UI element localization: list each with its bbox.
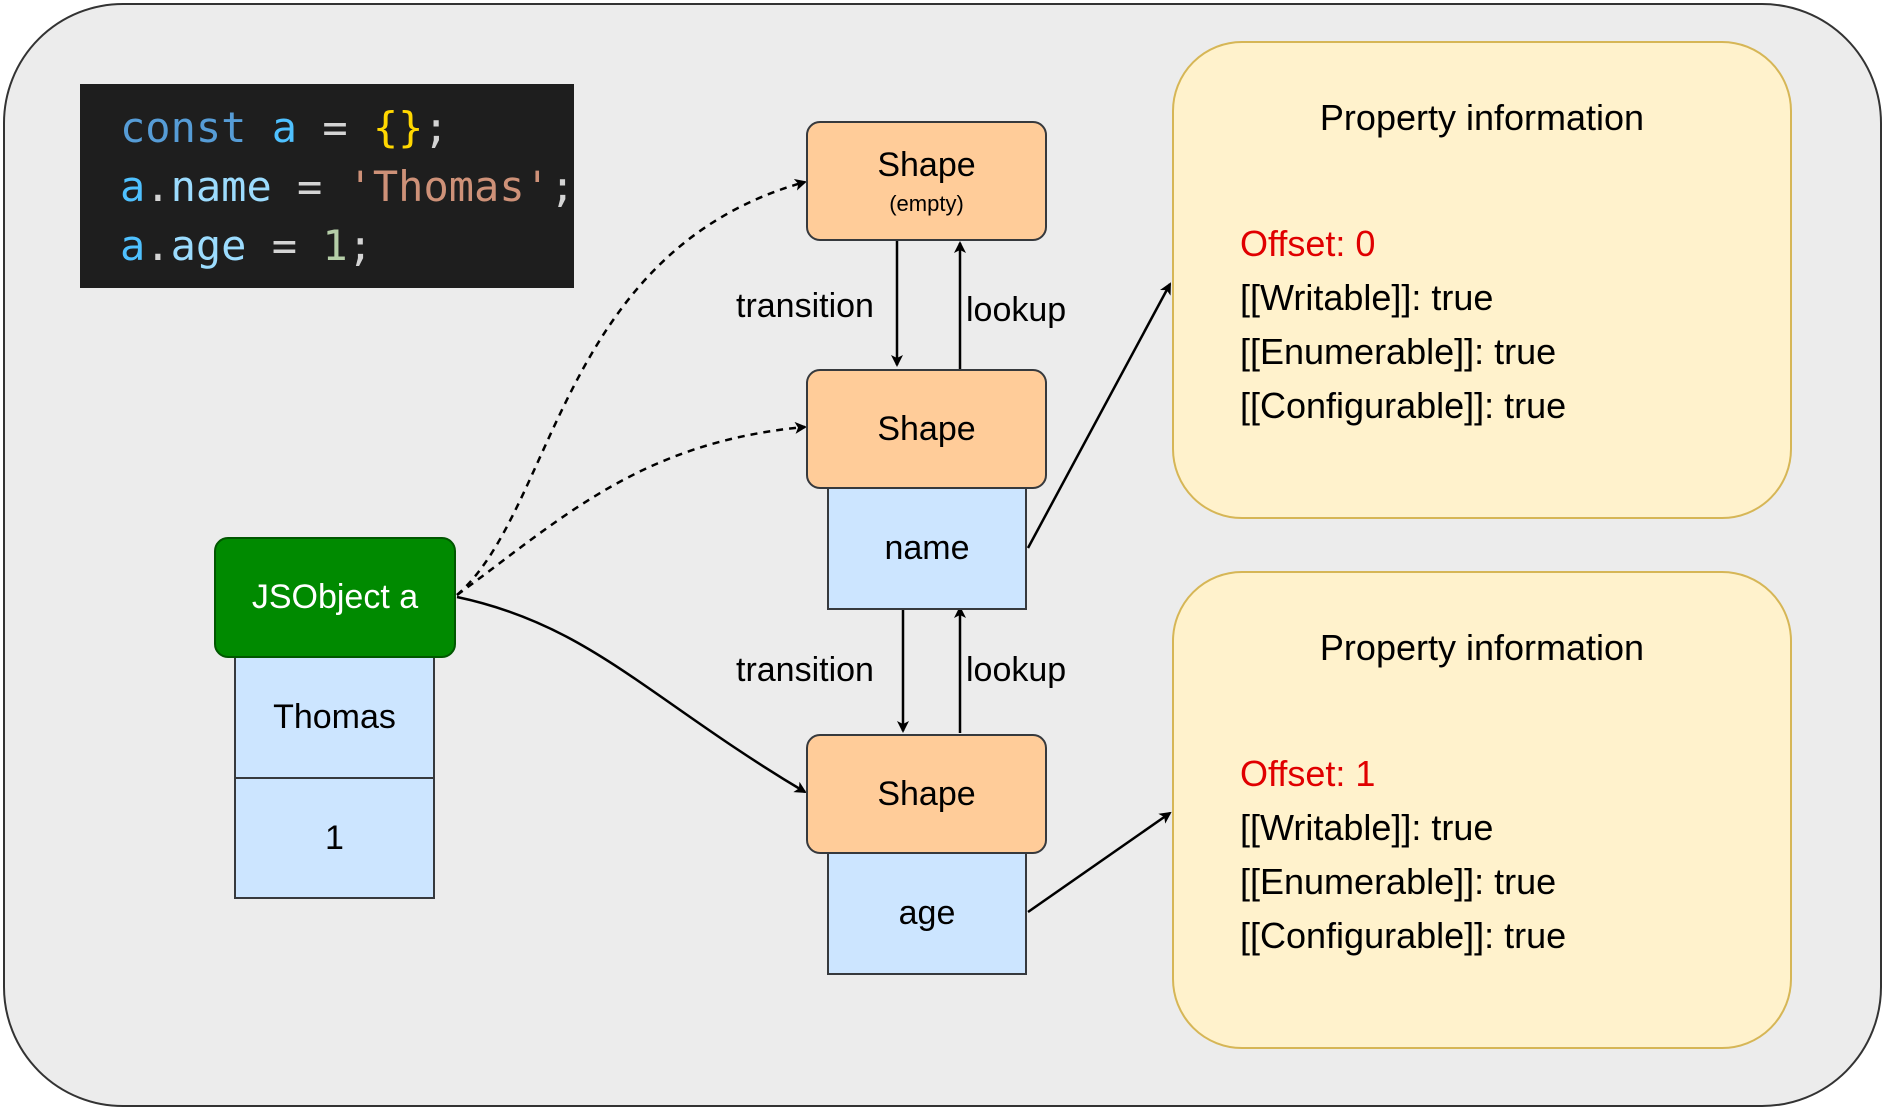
shape-name: Shape: [806, 369, 1047, 489]
arrow-age-to-property-info: [1027, 811, 1172, 914]
arrow-jsobject-to-name-shape: [456, 421, 807, 597]
code-line-1: const a = {};: [120, 103, 449, 152]
code-line-3: a.age = 1;: [120, 221, 373, 270]
shape-title: Shape: [877, 145, 976, 184]
jsobject-title: JSObject a: [251, 578, 419, 616]
arrow-jsobject-to-empty-shape: [456, 178, 807, 596]
lookup-label-2: lookup: [966, 651, 1067, 689]
property-info-title: Property information: [1319, 97, 1645, 138]
shape-key-label: name: [884, 528, 970, 567]
code-line-2: a.name = 'Thomas';: [120, 162, 576, 211]
property-enumerable: [[Enumerable]]: true: [1240, 861, 1557, 902]
property-configurable: [[Configurable]]: true: [1240, 915, 1567, 956]
property-info-title: Property information: [1319, 627, 1645, 668]
code-snippet: const a = {}; a.name = 'Thomas'; a.age = 1…: [80, 84, 576, 288]
lookup-label-1: lookup: [966, 291, 1067, 329]
shape-age-key-cell: age: [827, 851, 1027, 975]
arrow-jsobject-to-age-shape: [456, 595, 807, 794]
property-writable: [[Writable]]: true: [1240, 277, 1494, 318]
arrow-name-to-property-info: [1026, 282, 1172, 549]
property-enumerable: [[Enumerable]]: true: [1240, 331, 1557, 372]
property-configurable: [[Configurable]]: true: [1240, 385, 1567, 426]
shape-empty: Shape (empty): [806, 121, 1047, 241]
shape-title: Shape: [877, 774, 976, 813]
shape-key-label: age: [898, 893, 956, 932]
property-info-box-name: Property information Offset: 0 [[Writabl…: [1172, 41, 1792, 519]
property-offset: Offset: 0: [1240, 223, 1376, 264]
shape-title: Shape: [877, 409, 976, 448]
jsobject-slot-0: Thomas: [234, 655, 435, 779]
property-writable: [[Writable]]: true: [1240, 807, 1494, 848]
jsobject-a: JSObject a: [214, 537, 456, 658]
property-offset: Offset: 1: [1240, 753, 1376, 794]
shape-age: Shape: [806, 734, 1047, 854]
shape-name-key-cell: name: [827, 486, 1027, 610]
shape-subtitle: (empty): [889, 190, 964, 216]
property-info-box-age: Property information Offset: 1 [[Writabl…: [1172, 571, 1792, 1049]
slot-value: Thomas: [273, 697, 396, 736]
jsobject-slot-1: 1: [234, 777, 435, 899]
transition-label-1: transition: [736, 287, 874, 325]
slot-value: 1: [325, 818, 344, 857]
transition-label-2: transition: [736, 651, 874, 689]
